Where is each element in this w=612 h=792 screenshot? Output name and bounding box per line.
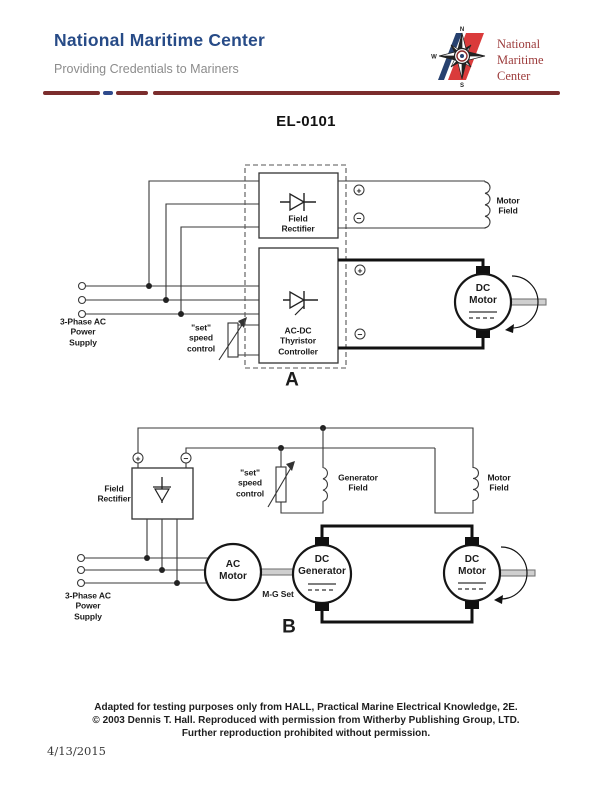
ac-motor-label: AC Motor — [219, 558, 247, 582]
page-title: National Maritime Center — [54, 30, 265, 50]
compass-rose-icon: N W S — [431, 27, 486, 89]
accent-rule-segment — [153, 91, 560, 95]
junction-dot — [178, 311, 184, 317]
copyright-line-2: © 2003 Dennis T. Hall. Reproduced with p… — [92, 715, 520, 726]
supply-terminal-icon — [77, 295, 87, 305]
diode-icon — [289, 192, 306, 212]
ac-motor-circle — [203, 542, 263, 602]
supply-lines-a — [86, 285, 259, 315]
motor-terminal-block — [465, 601, 479, 609]
supply-lines-b — [85, 557, 210, 584]
mg-shaft — [260, 568, 295, 576]
document-code: EL-0101 — [276, 113, 336, 130]
generator-terminal-block — [315, 537, 329, 545]
plus-terminal: + — [353, 184, 365, 196]
plus-terminal: + — [132, 452, 144, 464]
motor-field-coil-icon-a — [484, 181, 491, 229]
rectifier-feed-lines-b — [146, 519, 178, 583]
dc-generator-label: DC Generator — [298, 553, 346, 577]
negative-bus-b — [185, 447, 435, 468]
rotation-arrow-a — [511, 275, 539, 329]
compass-letter-n: N — [460, 27, 464, 33]
copyright-notice: Adapted for testing purposes only from H… — [0, 702, 612, 741]
thyristor-icon — [289, 290, 306, 310]
junction-dot — [146, 283, 152, 289]
generator-field-coil-icon — [322, 466, 329, 502]
section-label-b: B — [282, 616, 296, 638]
armature-loop-b — [320, 524, 474, 624]
diagram-b — [76, 425, 536, 624]
minus-terminal: − — [353, 212, 365, 224]
supply-label-a: 3-Phase AC Power Supply — [60, 316, 106, 348]
thyristor-controller-box — [258, 247, 339, 364]
junction-dot — [163, 297, 169, 303]
print-date: 4/13/2015 — [47, 744, 106, 758]
compass-letter-s: S — [460, 83, 464, 89]
rheostat-icon-a — [227, 322, 239, 358]
supply-label-b: 3-Phase AC Power Supply — [65, 590, 111, 622]
motor-shaft-a — [510, 298, 547, 306]
copyright-line-3: Further reproduction prohibited without … — [181, 728, 431, 739]
motor-field-coil-icon-b — [472, 466, 479, 502]
dc-motor-circle-a — [453, 272, 513, 332]
armature-wires-a — [338, 258, 485, 350]
speed-control-wires-a — [238, 324, 259, 356]
nmc-logo: N W S — [420, 24, 600, 90]
rheostat-arrow — [238, 317, 247, 328]
supply-terminal-icon — [76, 553, 86, 563]
thyristor-controller-label: AC-DC Thyristor Controller — [278, 325, 318, 357]
speed-control-label-b: "set" speed control — [235, 467, 265, 499]
rotation-arrow-b — [500, 546, 528, 600]
supply-terminal-icon — [76, 578, 86, 588]
dc-motor-label-a: DC Motor — [469, 282, 497, 306]
positive-bus-b — [137, 427, 474, 468]
logo-wordmark: National Maritime Center — [497, 37, 544, 83]
speed-control-label-a: "set" speed control — [186, 322, 216, 354]
accent-rule-segment — [116, 91, 148, 95]
field-circuit-wires-a — [338, 180, 485, 229]
field-rectifier-label-a: Field Rectifier — [281, 213, 315, 234]
supply-terminal-icon — [77, 281, 87, 291]
motor-terminal-block — [465, 537, 479, 545]
page-subtitle: Providing Credentials to Mariners — [54, 62, 239, 76]
junction-dot — [144, 555, 150, 561]
generator-field-label: Generator Field — [338, 472, 378, 493]
generator-terminal-block — [315, 603, 329, 611]
dc-motor-label-b: DC Motor — [458, 553, 486, 577]
accent-rule-segment — [43, 91, 100, 95]
motor-terminal-block — [476, 330, 490, 338]
motor-field-label-b: Motor Field — [487, 472, 511, 493]
rectifier-feed-lines-a — [148, 180, 259, 314]
motor-field-label-a: Motor Field — [496, 195, 520, 216]
mg-set-label: M-G Set — [262, 588, 294, 599]
accent-rule-segment-blue — [103, 91, 113, 95]
junction-dot — [174, 580, 180, 586]
supply-terminal-icon — [76, 565, 86, 575]
copyright-line-1: Adapted for testing purposes only from H… — [94, 702, 518, 713]
rheostat-arrow — [286, 461, 295, 471]
motor-shaft-b — [499, 569, 536, 577]
minus-terminal: − — [354, 328, 366, 340]
section-label-a: A — [285, 369, 299, 391]
supply-terminal-icon — [77, 309, 87, 319]
compass-letter-w: W — [431, 55, 437, 61]
motor-terminal-block — [476, 266, 490, 274]
diagram-a — [77, 164, 547, 369]
controller-enclosure-dashed — [244, 164, 347, 369]
diode-icon — [153, 488, 171, 503]
plus-terminal: + — [354, 264, 366, 276]
field-rectifier-label-b: Field Rectifier — [97, 483, 131, 504]
thyristor-gate — [294, 305, 305, 316]
junction-dot — [159, 567, 165, 573]
minus-terminal: − — [180, 452, 192, 464]
